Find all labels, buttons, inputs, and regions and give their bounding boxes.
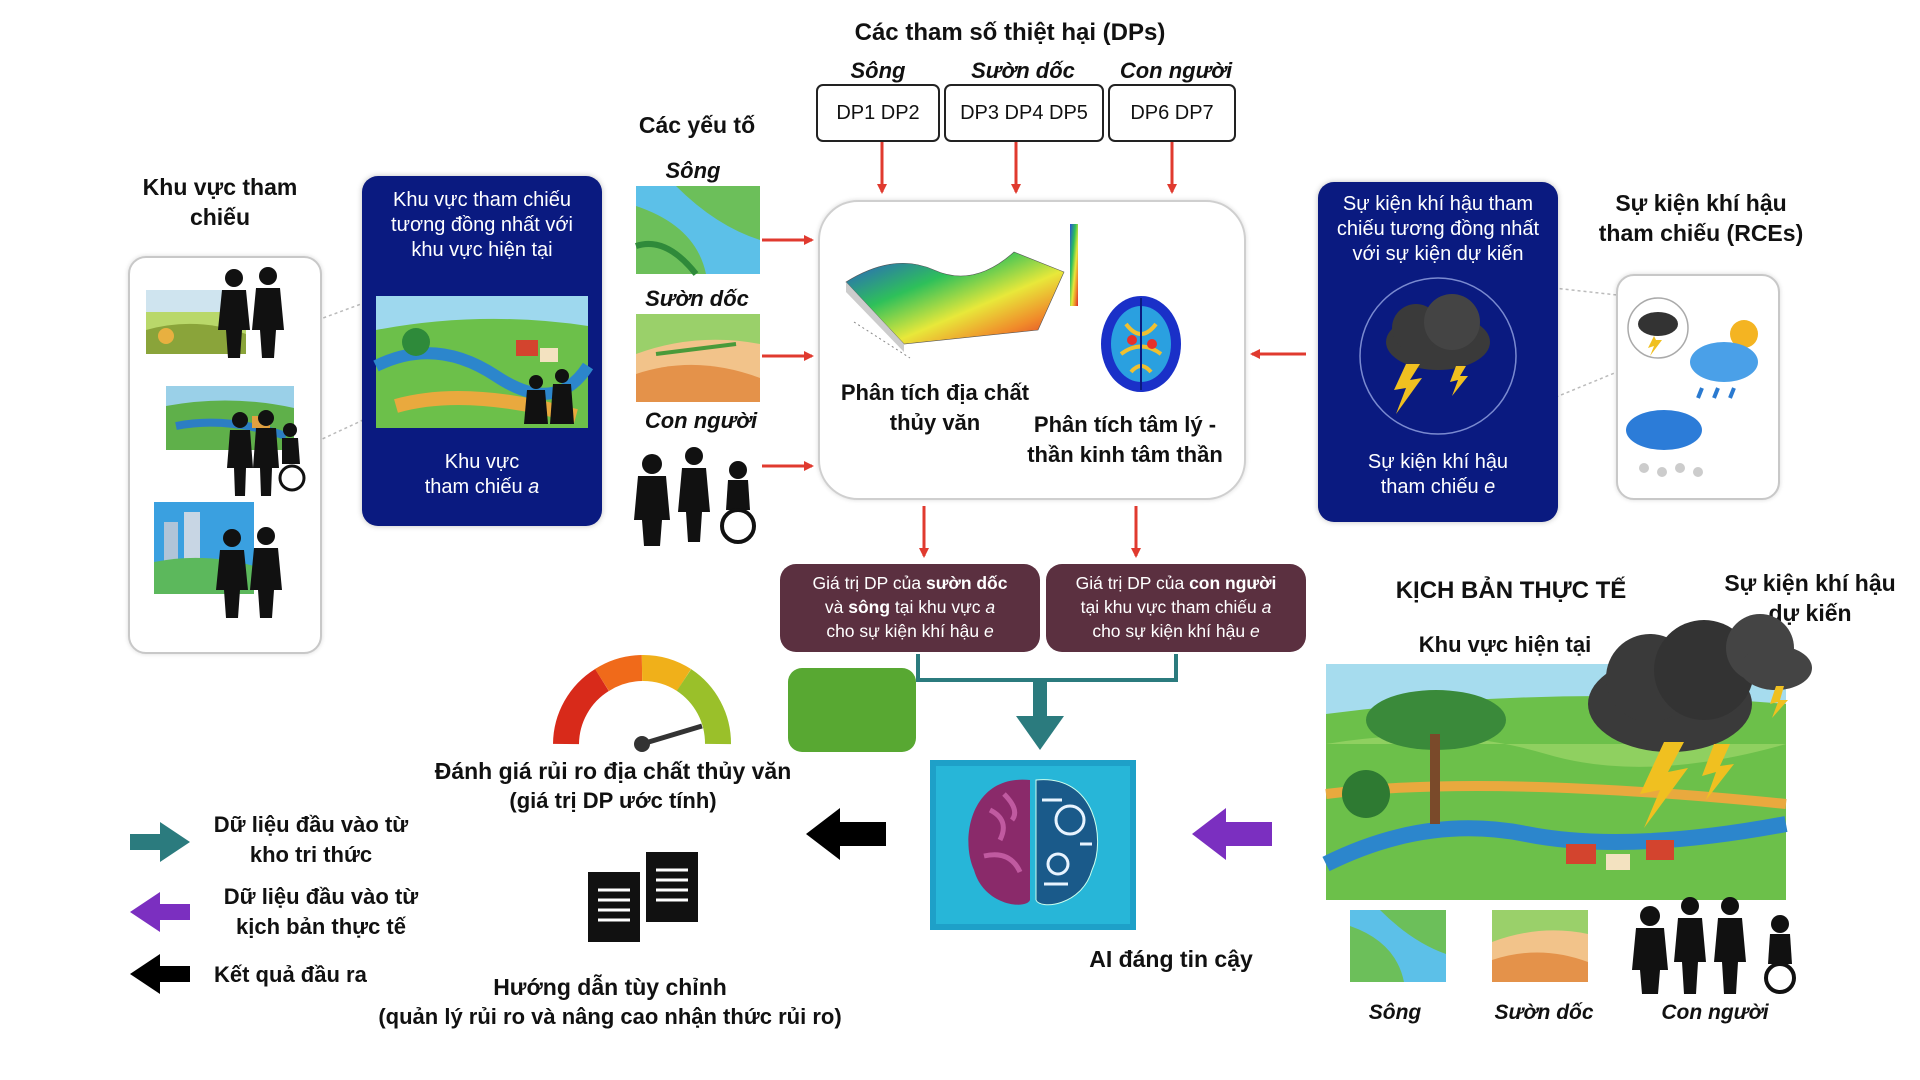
risk-assessment-title: Đánh giá rủi ro địa chất thủy văn [434,758,792,784]
scenario-river-image [1350,910,1446,982]
expected-storm-cloud-icon [1588,614,1812,828]
reference-climate-events-title: Sự kiện khí hậu tham chiếu (RCEs) [1598,190,1804,246]
real-scenario-title: KỊCH BẢN THỰC TẾ [1395,577,1627,604]
dp-box-river: DP1 DP2 [816,84,940,142]
reference-area-a-label: Khu vực tham chiếu a [424,451,540,498]
factor-label-river: Sông [665,158,721,183]
reference-climate-event-panel: Sự kiện khí hậu tham chiếu tương đồng nh… [1318,182,1558,522]
dp-group-label-people: Con người [1119,58,1233,83]
legend-label-scenario: Dữ liệu đầu vào từ kịch bản thực tế [223,884,419,939]
output-arrow-icon [806,808,886,860]
green-box [788,668,916,752]
factors-title: Các yếu tố [638,112,756,138]
factor-label-slope: Sườn dốc [645,286,749,311]
documents-icon [588,852,698,942]
brain-scan-image [1101,296,1181,392]
dp-value-people-box: Giá trị DP của con người tại khu vực tha… [1046,564,1306,652]
scenario-label-slope: Sườn dốc [1494,1001,1594,1024]
risk-assessment-subtitle: (giá trị DP ước tính) [509,788,717,813]
people-silhouette-icon [227,410,306,496]
weather-icons [1626,297,1758,477]
reference-area-similar-text: Khu vực tham chiếu tương đồng nhất với k… [391,189,573,261]
reference-area-similar-panel: Khu vực tham chiếu tương đồng nhất với k… [362,176,602,526]
legend-arrow-scenario-icon [130,892,190,932]
reference-area-landscape-image [373,296,594,428]
reference-climate-event-similar-text: Sự kiện khí hậu tham chiếu tương đồng nh… [1336,193,1540,265]
geohydrology-analysis-label: Phân tích địa chất thủy văn [840,380,1030,435]
people-silhouette-icon [218,267,284,358]
trusted-ai-label: AI đáng tin cậy [1089,946,1253,972]
trusted-ai-brain-image [930,760,1136,930]
storm-cloud-icon [1359,277,1517,435]
dp-group-label-river: Sông [850,58,906,83]
analysis-panel: Phân tích địa chất thủy văn Phân tích tâ… [818,200,1246,500]
legend-arrow-output-icon [130,954,190,994]
legend-arrow-knowledge-icon [130,822,190,862]
factor-river-image [635,186,760,276]
reference-climate-events-panel [1616,274,1780,500]
risk-gauge-icon [553,655,732,752]
dp-value-slope-river-box: Giá trị DP của sườn dốc và sông tại khu … [780,564,1040,652]
guidance-subtitle: (quản lý rủi ro và nâng cao nhận thức rủ… [378,1004,842,1029]
dp-group-label-slope: Sườn dốc [971,58,1075,83]
psychology-analysis-label: Phân tích tâm lý - thần kinh tâm thần [1027,412,1223,467]
scenario-label-river: Sông [1368,1001,1422,1024]
guidance-title: Hướng dẫn tùy chỉnh [493,974,727,1000]
current-area-label: Khu vực hiện tại [1418,632,1592,657]
legend-label-output: Kết quả đầu ra [214,962,367,987]
damage-parameters-title: Các tham số thiệt hại (DPs) [854,19,1166,46]
dp-box-slope: DP3 DP4 DP5 [944,84,1104,142]
dp-box-people: DP6 DP7 [1108,84,1236,142]
factor-slope-image [636,314,760,402]
scenario-input-arrow-icon [1192,808,1272,860]
people-silhouette-icon [216,527,282,618]
scenario-label-people: Con người [1661,1001,1769,1024]
factor-label-people: Con người [644,408,758,433]
reference-area-title: Khu vực tham chiếu [142,174,298,230]
scenario-people-silhouette-icon [1632,897,1796,994]
expected-climate-event-label: Sự kiện khí hậu dự kiến [1724,570,1896,626]
legend-label-knowledge: Dữ liệu đầu vào từ kho tri thức [213,812,409,867]
reference-climate-event-e-label: Sự kiện khí hậu tham chiếu e [1367,451,1509,498]
reference-area-panel [128,256,322,654]
factor-people-silhouette-icon [634,447,756,546]
scenario-slope-image [1492,910,1588,982]
terrain-3d-map-image [845,224,1078,359]
